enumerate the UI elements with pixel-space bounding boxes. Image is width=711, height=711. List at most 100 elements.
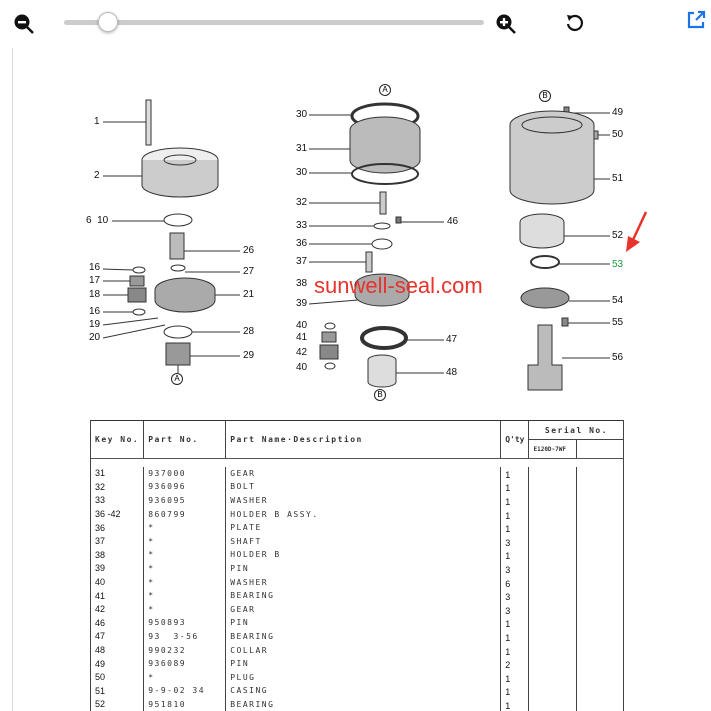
- part-no: *: [143, 520, 226, 535]
- holder-38: [354, 273, 410, 307]
- callout: 1: [94, 116, 100, 127]
- serial-cell: [528, 643, 577, 657]
- table-row: 39 * PIN 3: [89, 561, 625, 576]
- callout: 54: [612, 295, 624, 306]
- serial-cell: [528, 493, 577, 508]
- ref-circle: B: [539, 90, 551, 102]
- table-row: 40 * WASHER 6: [89, 575, 625, 589]
- key-no: 47: [89, 629, 144, 644]
- parts-diagram: [102, 99, 648, 391]
- serial-cell: [576, 520, 625, 535]
- rotate-icon[interactable]: [564, 12, 586, 34]
- callout: 20: [89, 332, 101, 343]
- serial-cell: [528, 602, 577, 617]
- gear-29: [165, 342, 191, 366]
- callout: 56: [612, 352, 624, 363]
- callout: 21: [243, 289, 255, 300]
- part-no: 936089: [143, 656, 226, 671]
- zoom-slider-thumb[interactable]: [97, 12, 118, 32]
- qty: 1: [500, 670, 529, 684]
- qty: 6: [500, 575, 529, 589]
- callout: 49: [612, 107, 624, 118]
- qty: 3: [500, 588, 529, 603]
- serial-cell: [576, 670, 625, 684]
- key-no: 39: [89, 561, 144, 576]
- key-no: 36: [89, 520, 144, 535]
- qty: 1: [500, 629, 529, 644]
- callout: 17: [89, 275, 101, 286]
- callout: 2: [94, 170, 100, 181]
- qty: 1: [500, 520, 529, 535]
- key-no: 50: [89, 670, 144, 684]
- callout: 38: [296, 278, 308, 289]
- qty: 1: [500, 548, 529, 562]
- serial-cell: [576, 561, 625, 576]
- callout-highlighted: 53: [612, 259, 624, 270]
- collar-48: [367, 354, 397, 388]
- header-desc: Part Name·Description: [225, 420, 501, 459]
- table-row: 49 936089 PIN 2: [89, 656, 625, 671]
- description: COLLAR: [225, 643, 501, 657]
- part-no: 93 3-56: [143, 629, 226, 644]
- serial-cell: [576, 493, 625, 508]
- qty: 3: [500, 534, 529, 549]
- table-row: 42 * GEAR 3: [89, 602, 625, 617]
- description: PLATE: [225, 520, 501, 535]
- part-no: 950893: [143, 616, 226, 630]
- table-row: 37 * SHAFT 3: [89, 534, 625, 549]
- key-no: 31: [89, 466, 144, 481]
- callout: 16: [89, 306, 101, 317]
- callout: 27: [243, 266, 255, 277]
- callout: 47: [446, 334, 458, 345]
- description: BOLT: [225, 480, 501, 494]
- description: CASING: [225, 684, 501, 698]
- flange-2: [103, 147, 219, 198]
- description: BEARING: [225, 629, 501, 644]
- carrier-21: [154, 277, 216, 313]
- part-no: *: [143, 588, 226, 603]
- part-no: *: [143, 670, 226, 684]
- ref-circle: A: [171, 373, 183, 385]
- part-no: 937000: [143, 466, 226, 481]
- description: PLUG: [225, 670, 501, 684]
- red-arrow: [626, 211, 648, 252]
- callout: 37: [296, 256, 308, 267]
- bearing-47: [360, 326, 408, 350]
- qty: 1: [500, 616, 529, 630]
- callout: 39: [296, 298, 308, 309]
- zoom-slider[interactable]: [64, 12, 484, 32]
- callout: 33: [296, 220, 308, 231]
- callout: 32: [296, 197, 308, 208]
- serial-cell: [528, 575, 577, 589]
- part-no: 860799: [143, 507, 226, 521]
- serial-cell: [576, 575, 625, 589]
- header-serial: Serial No.: [528, 420, 625, 440]
- zoom-in-icon[interactable]: [494, 12, 518, 36]
- key-no: 33: [89, 493, 144, 508]
- serial-cell: [528, 520, 577, 535]
- header-key: Key No.: [89, 420, 144, 459]
- qty: 2: [500, 656, 529, 671]
- serial-cell: [576, 643, 625, 657]
- table-row: 32 936096 BOLT 1: [89, 480, 625, 494]
- callout: 18: [89, 289, 101, 300]
- serial-cell: [528, 684, 577, 698]
- table-row: 47 93 3-56 BEARING 1: [89, 629, 625, 644]
- callout: 29: [243, 350, 255, 361]
- table-row: 38 * HOLDER B 1: [89, 548, 625, 562]
- open-external-icon[interactable]: [686, 10, 706, 30]
- serial-cell: [576, 684, 625, 698]
- key-no: 38: [89, 548, 144, 562]
- zoom-out-icon[interactable]: [12, 12, 36, 36]
- callout: 50: [612, 129, 624, 140]
- part-no: 936095: [143, 493, 226, 508]
- key-no: 49: [89, 656, 144, 671]
- qty: 3: [500, 561, 529, 576]
- callout: 55: [612, 317, 624, 328]
- qty: 1: [500, 466, 529, 481]
- serial-cell: [528, 656, 577, 671]
- part-no: 951810: [143, 697, 226, 711]
- description: PIN: [225, 616, 501, 630]
- description: WASHER: [225, 493, 501, 508]
- serial-cell: [528, 507, 577, 521]
